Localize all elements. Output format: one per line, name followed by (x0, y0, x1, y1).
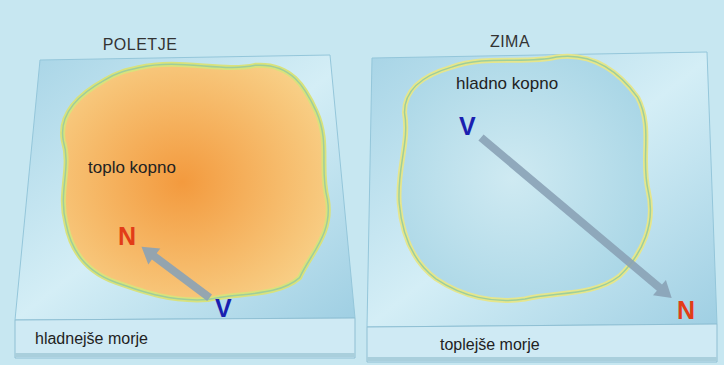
pressure-letter: N (674, 296, 698, 324)
sea-slab: POLETJEhladnejše morjetoplo kopnoNV (0, 0, 362, 365)
coastline (63, 64, 329, 300)
coastline (399, 56, 651, 300)
sea-label: hladnejše morje (35, 330, 148, 348)
slab-front (15, 318, 355, 358)
pressure-symbol: N (677, 296, 695, 324)
land-area: toplo kopnoN (55, 58, 333, 302)
season-title: POLETJE (103, 36, 178, 54)
pressure-letter: N (115, 222, 139, 250)
slab-front (367, 324, 717, 362)
sea-label: toplejše morje (440, 336, 540, 354)
land-outline (55, 58, 333, 302)
land-label: toplo kopno (88, 158, 176, 178)
slab-base (15, 353, 355, 357)
pressure-symbol: V (459, 112, 476, 140)
coastline-edge (399, 56, 651, 300)
pressure-letter: V (456, 112, 479, 140)
land-area: hladno kopnoV (394, 52, 656, 304)
sea-surface (367, 52, 717, 327)
sea-slab-illustration (362, 0, 724, 365)
coastline-edge (63, 64, 329, 300)
sea-slab: ZIMA toplejše morje hladno kopnoV N (362, 0, 724, 365)
season-title: ZIMA (490, 33, 530, 51)
pressure-symbol: N (118, 222, 136, 250)
land-label: hladno kopno (456, 74, 558, 94)
sea-surface (15, 55, 355, 320)
slab-base (367, 357, 717, 361)
pressure-letter: V (212, 294, 235, 322)
pressure-symbol: V (215, 294, 232, 322)
sea-slab-illustration (0, 0, 362, 365)
